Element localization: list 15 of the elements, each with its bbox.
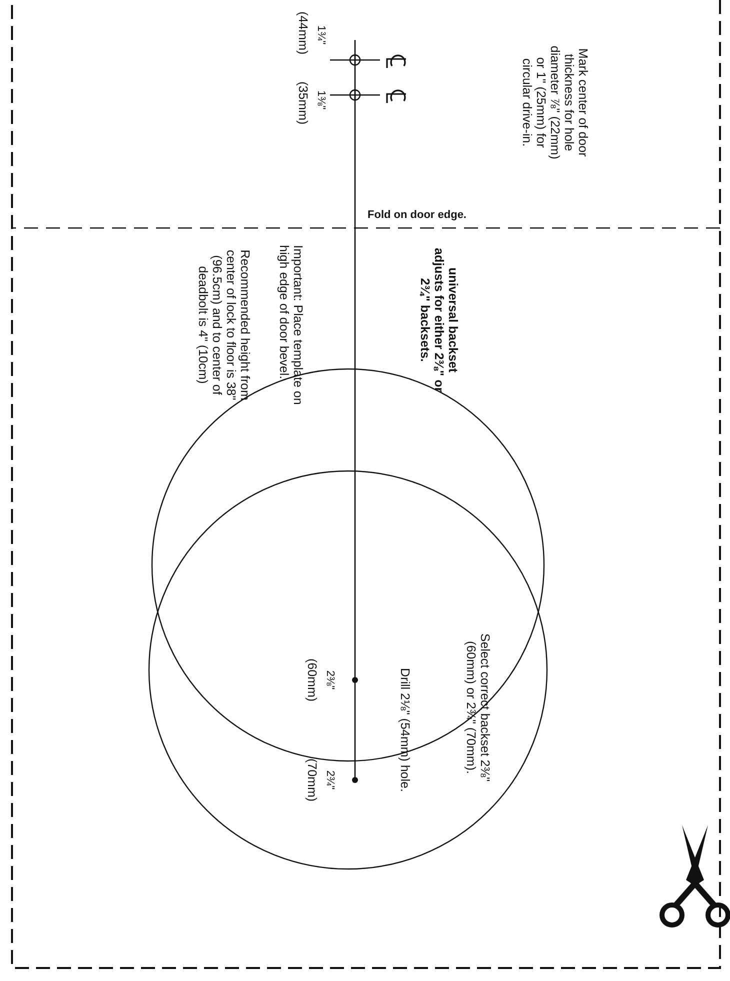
note-text: Important: Place template on high edge of door bevel.: [277, 245, 305, 407]
fold-label: Fold on door edge.: [366, 208, 468, 222]
note-text: Recommended height from center of lock to floor is 38" (96.5cm) and to center of deadbolt is 4" (10cm): [196, 248, 252, 402]
dimension-label: (60mm): [305, 657, 319, 704]
instruction-text: Select correct backset 2⅜" (60mm) or 2¾" (70mm).: [464, 632, 492, 784]
dimension-label: (70mm): [305, 757, 319, 804]
dimension-label: 2⅜": [323, 669, 337, 692]
instruction-text: Mark center of door thickness for hole diameter ⅞" (22mm) or 1" (25mm) for circular drive-in.: [520, 44, 590, 162]
dimension-label: 1⅜": [314, 89, 328, 112]
dimension-label: 1¾": [314, 24, 328, 47]
dimension-label: (44mm): [296, 10, 310, 57]
dimension-label: (35mm): [296, 80, 310, 127]
dimension-label: 2¾": [323, 769, 337, 792]
note-text: universal backset adjusts for either 2⅜" or 2¾" backsets.: [418, 246, 460, 394]
instruction-text: Drill 2⅛" (54mm) hole.: [398, 667, 412, 794]
